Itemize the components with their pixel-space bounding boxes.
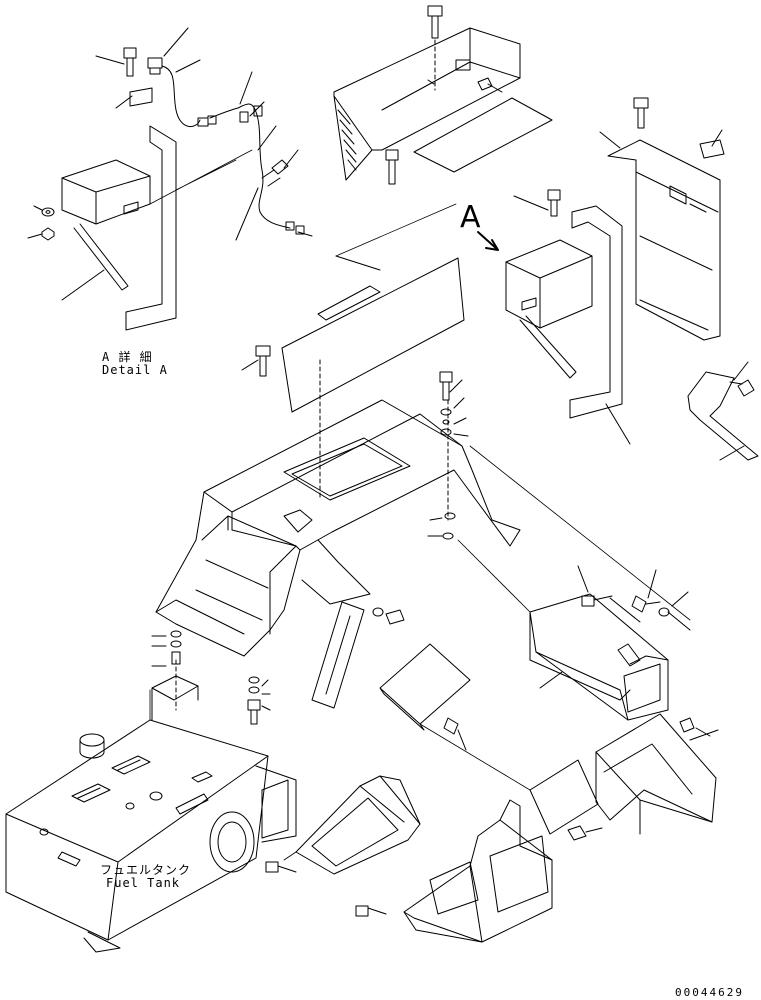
- right-bracket: [687, 361, 759, 461]
- fuel-tank-label-jp: フュエルタンク: [100, 863, 192, 877]
- detail-a-label-en: Detail A: [102, 363, 168, 377]
- lower-right-duct: [529, 713, 719, 841]
- lower-center-duct: [295, 775, 421, 875]
- main-frame: [155, 359, 521, 657]
- top-cover-assembly: [333, 5, 553, 185]
- cover-plate: [241, 255, 465, 413]
- side-plate: [311, 601, 365, 709]
- right-box-assembly: [529, 565, 691, 721]
- lower-middle-assembly: [265, 799, 553, 943]
- fuel-tank-label-en: Fuel Tank: [106, 876, 181, 890]
- drawing-number: 00044629: [675, 986, 744, 999]
- detail-a-assembly: [41, 47, 313, 331]
- detail-a-leaders: [27, 27, 299, 301]
- view-a-marker: A: [460, 200, 481, 235]
- fuel-tank: [5, 630, 297, 953]
- view-a-assembly: [477, 189, 631, 445]
- right-panel-assembly: [599, 97, 725, 341]
- construction-lines: [149, 149, 691, 861]
- detail-a-label-jp: A 詳 細: [102, 350, 153, 364]
- small-cover: [379, 643, 471, 751]
